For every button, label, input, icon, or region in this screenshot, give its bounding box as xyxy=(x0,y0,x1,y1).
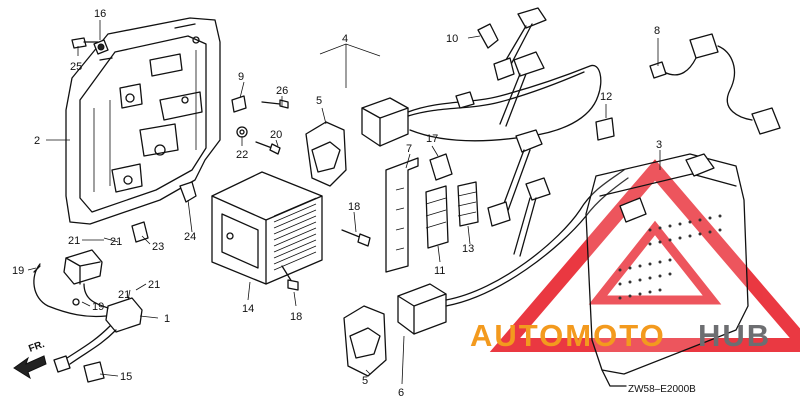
front-direction-label: FR. xyxy=(27,339,46,355)
watermark-logo xyxy=(489,159,800,352)
callout-18-b: 18 xyxy=(290,311,302,323)
callout-19-a: 19 xyxy=(12,265,24,277)
callout-21-c: 21 xyxy=(148,279,160,291)
callout-16: 16 xyxy=(94,8,106,20)
plug-boot-upper xyxy=(305,121,347,187)
bolts-18 xyxy=(281,229,371,291)
callout-21-d: 21 xyxy=(118,289,130,301)
callout-22: 22 xyxy=(236,149,248,161)
diagram-code: ZW58–E2000B xyxy=(628,384,696,395)
terminal-blocks xyxy=(425,181,479,249)
plug-boot-lower xyxy=(343,305,387,377)
inverter-unit xyxy=(211,171,323,285)
callout-8: 8 xyxy=(654,25,660,37)
callout-18-a: 18 xyxy=(348,201,360,213)
leader-lines xyxy=(27,20,661,385)
cable-clip xyxy=(179,181,197,203)
callout-5-b: 5 xyxy=(362,375,368,387)
watermark-text-grey: HUB xyxy=(698,318,771,353)
callout-1: 1 xyxy=(164,313,170,325)
connector-23 xyxy=(131,221,149,243)
cable-clamp xyxy=(477,23,499,49)
callout-12: 12 xyxy=(600,91,612,103)
callout-7: 7 xyxy=(406,143,412,155)
ignition-coil-upper xyxy=(361,7,602,147)
sub-harness xyxy=(649,33,781,135)
cable-holder xyxy=(595,117,615,141)
main-harness xyxy=(33,249,143,383)
control-box-frame xyxy=(65,17,221,225)
callout-9: 9 xyxy=(238,71,244,83)
callout-2: 2 xyxy=(34,135,40,147)
callout-14: 14 xyxy=(242,303,254,315)
callout-19-b: 19 xyxy=(92,301,104,313)
callout-3: 3 xyxy=(656,139,662,151)
callout-21-b: 21 xyxy=(110,236,122,248)
callout-26: 26 xyxy=(276,85,288,97)
callout-17: 17 xyxy=(426,133,438,145)
terminal-fitting xyxy=(231,95,248,138)
callout-13: 13 xyxy=(462,243,474,255)
callout-15: 15 xyxy=(120,371,132,383)
callout-5-a: 5 xyxy=(316,95,322,107)
watermark-text-orange: AUTOMOTO xyxy=(470,318,666,353)
callout-23: 23 xyxy=(152,241,164,253)
callout-25: 25 xyxy=(70,61,82,73)
ignition-coil-lower xyxy=(397,129,629,335)
mounting-bolts xyxy=(255,99,289,155)
callout-10: 10 xyxy=(446,33,458,45)
small-clip xyxy=(429,153,453,181)
callout-6: 6 xyxy=(398,387,404,399)
callout-21-a: 21 xyxy=(68,235,80,247)
callout-4: 4 xyxy=(342,33,348,45)
grommet-screw xyxy=(71,37,109,55)
front-direction-arrow xyxy=(13,355,47,380)
callout-20: 20 xyxy=(270,129,282,141)
callout-24: 24 xyxy=(184,231,196,243)
control-panel-cover xyxy=(585,153,749,387)
wire-bracket xyxy=(385,157,419,273)
callout-11: 11 xyxy=(434,265,445,277)
callouts: 16 25 2 9 26 20 22 24 23 21 21 19 19 21 … xyxy=(12,8,696,399)
